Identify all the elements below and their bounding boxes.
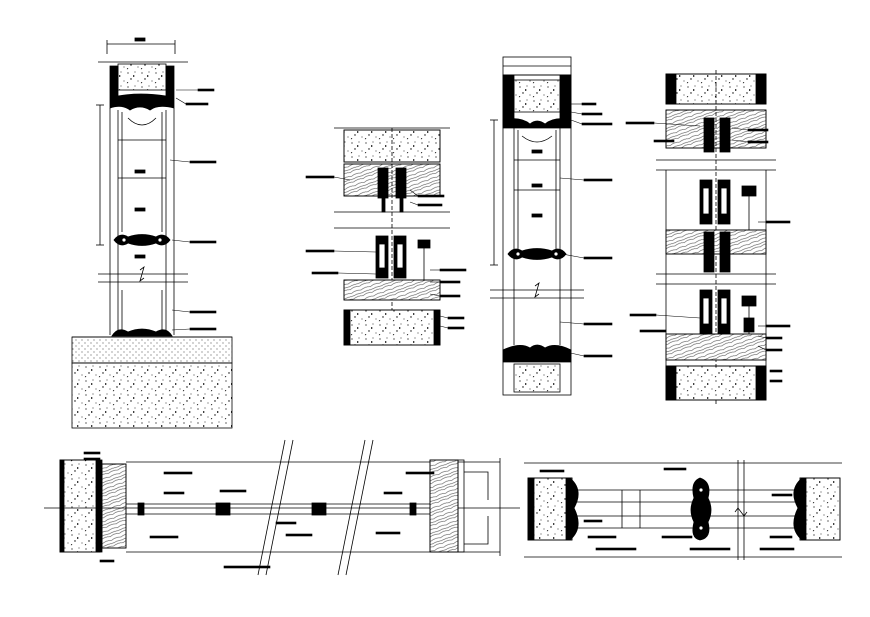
horizontal-section-5: [44, 439, 520, 576]
vertical-detail-4: [625, 70, 791, 405]
horizontal-section-6: [524, 460, 842, 560]
vertical-detail-2: [305, 127, 467, 346]
vertical-section-1: [71, 37, 233, 429]
vertical-section-3: [490, 56, 613, 396]
